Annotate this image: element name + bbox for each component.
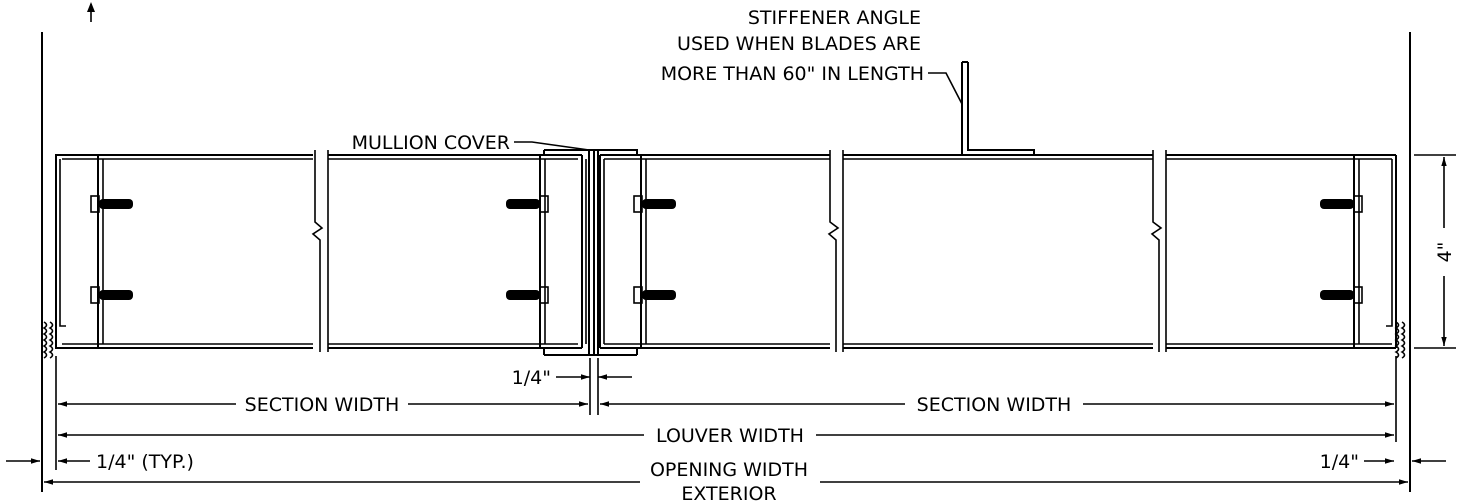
section-width-right-dim [600, 356, 1397, 442]
mullion-cover-label: MULLION COVER [352, 132, 510, 154]
fastener-left-bottom [90, 286, 133, 304]
mullion-cover [543, 149, 638, 356]
louver-width-label: LOUVER WIDTH [656, 425, 804, 447]
sealant-left [42, 321, 54, 359]
quarter-right-label: 1/4" [1320, 451, 1359, 473]
louver-width-dim [55, 412, 1394, 470]
stiffener-angle [961, 61, 1035, 155]
left-section-frame [55, 150, 587, 352]
quarter-typ-label: 1/4" (TYP.) [96, 451, 194, 473]
fastener-left-top [90, 195, 133, 213]
height-dim [1414, 154, 1456, 349]
section-width-right-label: SECTION WIDTH [917, 394, 1072, 416]
leader-mullion-cover [514, 141, 590, 151]
sealant-right [1394, 321, 1406, 359]
right-section-frame [599, 150, 1397, 352]
section-width-left-dim [55, 356, 588, 412]
fastener-mullion-left-top [506, 195, 549, 213]
opening-width-label: OPENING WIDTH [650, 459, 808, 481]
fastener-right-bottom [1320, 286, 1363, 304]
gap-dimension-center [556, 358, 632, 415]
leader-stiffener [928, 72, 963, 105]
fastener-mullion-left-bottom [506, 286, 549, 304]
stiffener-label-line1: STIFFENER ANGLE [748, 7, 921, 29]
gap-center-label: 1/4" [512, 367, 551, 389]
wall-left [41, 2, 95, 492]
fastener-right-top [1320, 195, 1363, 213]
exterior-label: EXTERIOR [681, 483, 776, 504]
section-width-left-label: SECTION WIDTH [245, 394, 400, 416]
fastener-mullion-right-top [633, 195, 676, 213]
height-label: 4" [1434, 242, 1456, 263]
fastener-mullion-right-bottom [633, 286, 676, 304]
stiffener-label-line3: MORE THAN 60" IN LENGTH [661, 63, 924, 85]
stiffener-label-line2: USED WHEN BLADES ARE [677, 33, 921, 55]
